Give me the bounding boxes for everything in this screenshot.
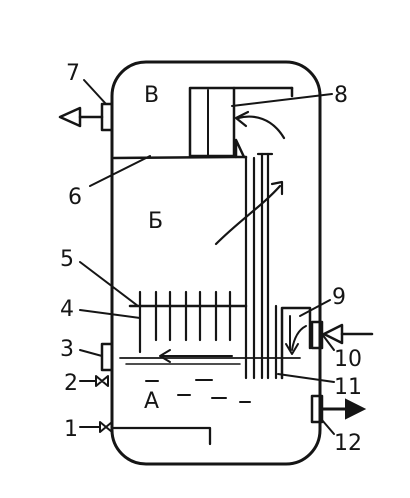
left-nozzle [100,342,114,372]
leader-4 [79,309,141,319]
callout-9: 9 [332,285,346,310]
zone-label-bottom: А [144,389,159,414]
flow-arrow-inlet-box [291,325,307,351]
inlet-box [280,306,312,380]
vessel-shell [110,60,322,466]
leader-5 [79,261,139,307]
callout-7: 7 [66,61,80,86]
callout-1: 1 [64,417,78,442]
callout-10: 10 [334,347,362,372]
flow-arrow-top-head [234,110,250,128]
leader-9 [299,299,331,317]
valve-2 [95,375,109,387]
valve-1 [99,421,113,433]
flow-arrow-middle [214,184,282,246]
vapor-outlet-arrow [58,106,82,128]
callout-3: 3 [60,337,74,362]
zone-label-middle: Б [148,209,163,234]
leader-8 [231,93,333,107]
leader-12 [321,419,335,435]
leader-11 [277,373,335,383]
inlet-arrow [322,323,344,345]
leader-6 [89,155,151,187]
leader-7 [83,79,107,105]
callout-11: 11 [334,375,362,400]
flow-arrow-inlet-box-head [285,343,299,355]
outlet-arrow [345,398,367,420]
leader-3 [79,349,103,357]
callout-6: 6 [68,185,82,210]
top-pipe [188,86,236,158]
flow-arrow-middle-head [270,180,284,196]
leader-10 [321,333,335,351]
zone-label-top: В [144,83,159,108]
flow-arrow-top [236,115,286,140]
callout-12: 12 [334,431,362,456]
callout-2: 2 [64,371,78,396]
flow-arrow-liquid-head [159,349,171,363]
callout-4: 4 [60,297,74,322]
callout-8: 8 [334,83,348,108]
drain-pipe [112,426,212,446]
callout-5: 5 [60,247,74,272]
